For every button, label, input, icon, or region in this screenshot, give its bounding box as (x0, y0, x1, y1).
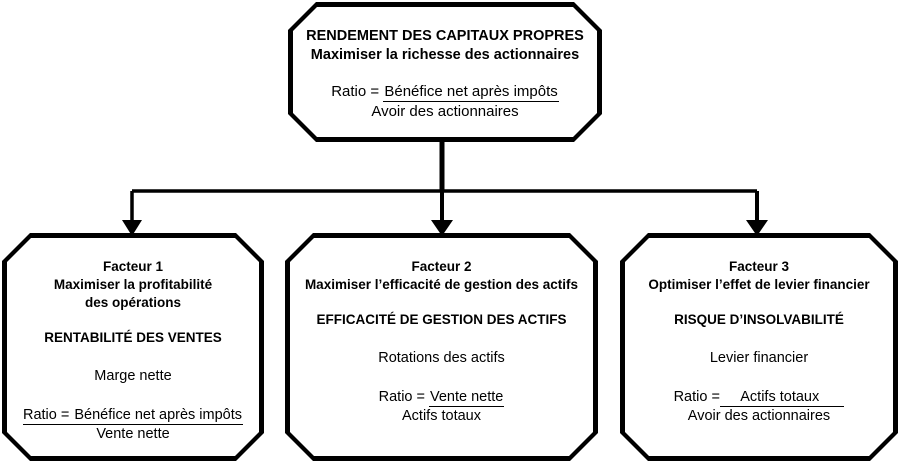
factor2-measure: Rotations des actifs (378, 350, 505, 366)
factor3-subheading-line1: Optimiser l’effet de levier financier (648, 277, 870, 292)
root-subheading: Maximiser la richesse des actionnaires (310, 47, 580, 63)
factor2-heading: Facteur 2 (411, 259, 472, 274)
root-heading: RENDEMENT DES CAPITAUX PROPRES (306, 28, 584, 44)
factor3-ratio-denominator: Avoir des actionnaires (687, 408, 831, 424)
node-rendement-des-capitaux-propres: RENDEMENT DES CAPITAUX PROPRES Maximiser… (288, 2, 602, 142)
factor1-heading: Facteur 1 (102, 259, 164, 274)
factor2-subheading-line1: Maximiser l’efficacité de gestion des ac… (304, 277, 579, 292)
factor3-ratio-numerator: Actifs totaux (720, 389, 844, 405)
factor2-ratio-label: Ratio = (378, 389, 429, 405)
factor1-ratio-label: Ratio = (22, 407, 74, 423)
factor2-ratio-numerator: Vente nette (430, 389, 504, 405)
factor1-subheading-line1: Maximiser la profitabilité (53, 277, 213, 292)
factor3-caps-title: RISQUE D’INSOLVABILITÉ (674, 312, 844, 327)
arrow-head-right (746, 220, 768, 236)
factor1-ratio-numerator: Bénéfice net après impôts (74, 407, 243, 423)
root-ratio-label: Ratio = (331, 83, 384, 100)
root-ratio-numerator: Bénéfice net après impôts (384, 83, 558, 100)
node-facteur-3: Facteur 3 Optimiser l’effet de levier fi… (620, 233, 898, 461)
factor1-subheading-line2: des opérations (84, 295, 182, 310)
arrow-head-left (122, 220, 142, 236)
factor1-measure: Marge nette (94, 368, 172, 384)
factor3-ratio-label: Ratio = (673, 389, 720, 405)
factor3-heading: Facteur 3 (728, 259, 790, 274)
node-facteur-2: Facteur 2 Maximiser l’efficacité de gest… (285, 233, 598, 461)
factor1-caps-title: RENTABILITÉ DES VENTES (44, 330, 222, 345)
factor2-caps-title: EFFICACITÉ DE GESTION DES ACTIFS (316, 312, 567, 327)
root-ratio-denominator: Avoir des actionnaires (371, 103, 519, 120)
node-facteur-1: Facteur 1 Maximiser la profitabilité des… (2, 233, 264, 461)
factor2-ratio-formula: Ratio = Vente nette Actifs totaux (379, 388, 505, 426)
root-ratio-formula: Ratio = Bénéfice net après impôts Avoir … (331, 82, 559, 122)
factor2-ratio-denominator: Actifs totaux (402, 408, 481, 424)
factor3-ratio-formula: Ratio = Actifs totaux Avoir des actionna… (674, 388, 845, 426)
arrow-head-center (431, 220, 453, 236)
factor1-ratio-formula: Ratio = Bénéfice net après impôts Vente … (23, 406, 243, 444)
factor3-measure: Levier financier (709, 350, 809, 366)
factor1-ratio-denominator: Vente nette (96, 426, 170, 442)
